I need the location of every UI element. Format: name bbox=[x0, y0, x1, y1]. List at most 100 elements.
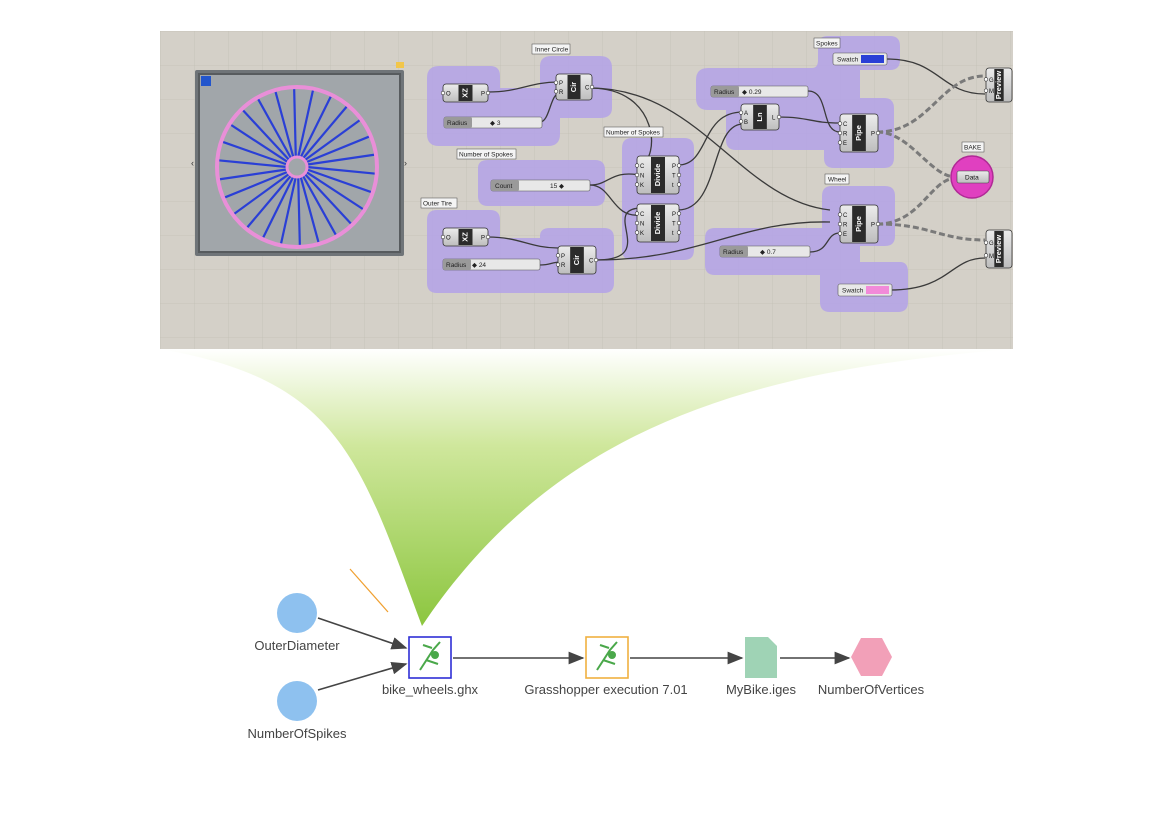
flow-nodes: OuterDiameter NumberOfSpikes bike_wheels… bbox=[248, 593, 925, 741]
output-port: T bbox=[672, 222, 676, 228]
green-funnel bbox=[160, 349, 1012, 626]
input-port: C bbox=[640, 164, 645, 170]
count-slider[interactable]: Count 15 ◆ bbox=[490, 179, 591, 192]
bike-wheels-node[interactable]: bike_wheels.ghx bbox=[382, 636, 479, 697]
input-port: O bbox=[446, 236, 451, 242]
spokes-swatch-color bbox=[861, 55, 884, 63]
spoke-line bbox=[306, 165, 376, 175]
inner-radius-value: ◆ 3 bbox=[490, 120, 501, 127]
wheel-radius-slider[interactable]: Radius ◆ 0.7 bbox=[719, 245, 811, 258]
wheel-preview-panel: ‹ › bbox=[191, 62, 407, 256]
input-port: B bbox=[744, 120, 748, 126]
component-name: XZ bbox=[460, 88, 469, 98]
wheel-hub bbox=[285, 155, 309, 179]
spoke-line bbox=[261, 175, 295, 239]
bake-data-node[interactable]: Data bbox=[950, 155, 994, 199]
output-port: P bbox=[672, 164, 676, 170]
output-port: L bbox=[772, 116, 776, 122]
component-xz-b[interactable]: XZ O P bbox=[440, 227, 491, 247]
component-name: Preview bbox=[994, 71, 1003, 100]
input-port: R bbox=[559, 90, 564, 96]
spoke-radius-value: ◆ 0.29 bbox=[742, 89, 762, 96]
wheel-swatch-color bbox=[866, 286, 889, 294]
output-port: T bbox=[672, 174, 676, 180]
spokes-swatch[interactable]: Swatch bbox=[832, 52, 888, 66]
output-port: P bbox=[481, 236, 485, 242]
input-port: C bbox=[640, 212, 645, 218]
number-of-vertices-label: NumberOfVertices bbox=[818, 682, 925, 697]
input-port: N bbox=[640, 222, 644, 228]
output-port: t bbox=[672, 183, 674, 189]
spoke-line bbox=[279, 176, 297, 245]
gh-execution-node[interactable]: Grasshopper execution 7.01 bbox=[524, 636, 688, 697]
input-port: R bbox=[843, 132, 848, 138]
outer-radius-slider[interactable]: Radius ◆ 24 bbox=[442, 258, 541, 271]
outer-diameter-node[interactable]: OuterDiameter bbox=[254, 593, 340, 653]
label-number-of-spokes-a: Number of Spokes bbox=[459, 152, 514, 159]
spoke-line bbox=[305, 135, 371, 164]
input-port: C bbox=[843, 213, 848, 219]
spoke-line bbox=[299, 176, 320, 244]
orange-tick bbox=[349, 568, 389, 613]
component-name: Pipe bbox=[854, 125, 863, 141]
number-of-spikes-node[interactable]: NumberOfSpikes bbox=[248, 681, 347, 741]
output-port: C bbox=[589, 259, 594, 265]
svg-text:‹: ‹ bbox=[191, 158, 194, 168]
flag-icon bbox=[396, 62, 404, 68]
input-port: M bbox=[989, 254, 994, 260]
hexagon-icon bbox=[851, 638, 892, 676]
component-name: Pipe bbox=[854, 216, 863, 232]
input-port: A bbox=[744, 111, 748, 117]
spoke-line bbox=[305, 170, 365, 211]
save-icon[interactable] bbox=[201, 76, 211, 86]
input-port: G bbox=[989, 241, 994, 247]
spoke-line bbox=[301, 174, 338, 237]
label-bake: BAKE bbox=[964, 145, 982, 152]
spoke-line bbox=[221, 140, 288, 166]
spoke-radius-slider[interactable]: Radius ◆ 0.29 bbox=[710, 85, 809, 98]
output-port: P bbox=[871, 132, 875, 138]
spoke-line bbox=[306, 168, 373, 194]
svg-text:›: › bbox=[404, 158, 407, 168]
input-port: P bbox=[561, 254, 565, 260]
sliders: Radius ◆ 3 Count 15 ◆ Radius ◆ 24 Radius… bbox=[442, 85, 811, 271]
input-port: R bbox=[561, 263, 566, 269]
label-number-of-spokes-b: Number of Spokes bbox=[606, 130, 661, 137]
group-labels: Inner Circle Number of Spokes Number of … bbox=[420, 37, 985, 209]
spoke-line bbox=[274, 90, 295, 158]
mybike-iges-node[interactable]: MyBike.iges bbox=[726, 637, 797, 697]
svg-text:Radius: Radius bbox=[714, 89, 735, 96]
outer-diameter-label: OuterDiameter bbox=[254, 638, 340, 653]
spoke-line bbox=[256, 97, 293, 160]
label-inner-circle: Inner Circle bbox=[535, 47, 569, 54]
svg-text:Radius: Radius bbox=[723, 249, 744, 256]
wheel-swatch[interactable]: Swatch bbox=[837, 283, 893, 297]
wheel-spokes bbox=[218, 88, 376, 246]
component-name: XZ bbox=[460, 232, 469, 242]
label-spokes: Spokes bbox=[816, 41, 838, 48]
inner-radius-slider[interactable]: Radius ◆ 3 bbox=[443, 116, 543, 129]
number-of-spikes-label: NumberOfSpikes bbox=[248, 726, 347, 741]
spoke-line bbox=[229, 123, 289, 164]
spoke-line bbox=[303, 172, 353, 225]
count-value: 15 ◆ bbox=[550, 183, 565, 190]
input-port: E bbox=[843, 141, 847, 147]
bike-wheels-label: bike_wheels.ghx bbox=[382, 682, 479, 697]
spoke-line bbox=[299, 95, 333, 159]
output-port: C bbox=[585, 86, 590, 92]
input-port: R bbox=[843, 223, 848, 229]
number-of-vertices-node[interactable]: NumberOfVertices bbox=[818, 638, 925, 697]
spoke-line bbox=[218, 168, 288, 181]
